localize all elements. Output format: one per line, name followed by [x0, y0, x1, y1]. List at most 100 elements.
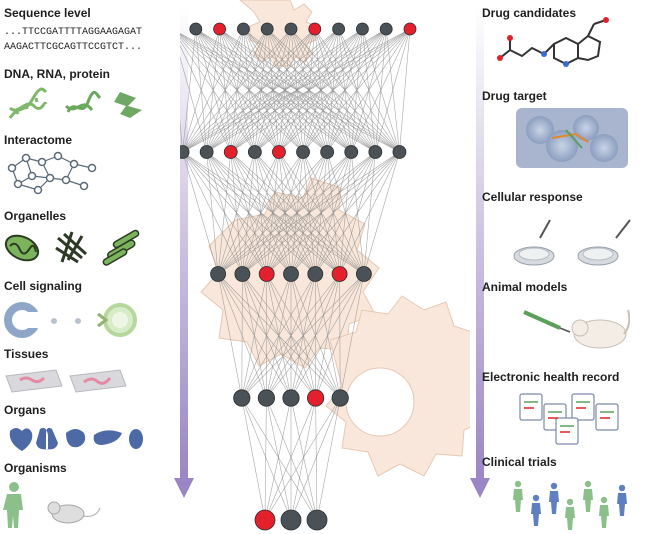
network-edge	[316, 397, 341, 521]
petri-dish-icons	[510, 214, 640, 270]
network-edge	[182, 28, 220, 153]
network-edge	[241, 273, 316, 399]
network-edge	[241, 273, 243, 399]
network-node-gray	[234, 266, 251, 282]
network-edge	[230, 28, 411, 153]
network-edge	[350, 28, 411, 153]
neural-network-diagram	[180, 0, 470, 531]
network-edge	[315, 273, 365, 399]
person-icon	[549, 482, 559, 514]
label-drug-candidates: Drug candidates	[482, 6, 577, 20]
cell-signaling-icons	[2, 300, 152, 340]
network-node-gray	[344, 145, 359, 159]
right-downward-arrow	[470, 6, 490, 498]
label-drug-target: Drug target	[482, 89, 547, 103]
network-edge	[315, 397, 318, 521]
network-node-gray	[282, 389, 300, 407]
person-icon	[513, 480, 523, 512]
network-edge	[182, 28, 316, 153]
network-node-red	[403, 22, 417, 36]
network-edge	[217, 151, 256, 275]
network-edge	[182, 151, 219, 275]
network-edge	[266, 273, 365, 399]
network-node-gray	[355, 22, 369, 36]
network-node-gray	[355, 266, 372, 282]
person-icon	[583, 480, 593, 512]
clipboard-icon	[519, 393, 619, 445]
network-edge	[241, 273, 292, 399]
network-edge	[290, 397, 316, 521]
petri-dish-icon	[513, 219, 631, 266]
label-electronic-health-record: Electronic health record	[482, 370, 620, 384]
network-edge	[241, 273, 267, 399]
network-edge	[290, 397, 341, 521]
organism-icon	[3, 482, 101, 528]
network-edge	[182, 28, 363, 153]
network-edge	[339, 273, 365, 399]
network-node-gray	[306, 509, 328, 531]
mouse-syringe-icon	[523, 309, 630, 349]
label-clinical-trials: Clinical trials	[482, 455, 557, 469]
network-node-gray	[199, 145, 214, 159]
network-edge	[182, 28, 387, 153]
interactome-icon	[4, 150, 104, 196]
organelle-icon	[4, 229, 140, 266]
right-panel: Drug candidates Drug target	[470, 0, 645, 534]
organ-icon	[9, 427, 143, 451]
network-edge	[180, 118, 183, 153]
network-edge	[241, 397, 292, 521]
network-edge	[254, 28, 411, 153]
label-organelles: Organelles	[4, 209, 67, 223]
network-edge	[217, 151, 280, 275]
network-node-red	[223, 145, 238, 159]
network-node-gray	[189, 22, 203, 36]
network-edge	[241, 273, 365, 399]
network-edge	[302, 28, 411, 153]
network-edges	[180, 28, 411, 521]
network-edge	[290, 151, 400, 275]
network-edge	[375, 28, 411, 153]
network-edge	[241, 397, 318, 521]
protein-structure-icon	[516, 108, 628, 168]
network-edge	[326, 28, 411, 153]
network-edge	[182, 28, 339, 153]
left-panel: Sequence level ...TTCCGATTTTAGGAAGAGAT A…	[0, 0, 190, 534]
network-node-gray	[260, 22, 274, 36]
sequence-line-1: ...TTCCGATTTTAGGAAGAGAT	[4, 27, 143, 38]
clinical-trials-people	[510, 474, 640, 532]
label-cellular-response: Cellular response	[482, 190, 583, 204]
organ-icons	[2, 423, 152, 453]
label-tissues: Tissues	[4, 347, 49, 361]
label-organs: Organs	[4, 403, 47, 417]
network-edge	[290, 273, 365, 399]
network-node-red	[258, 266, 275, 282]
network-edge	[241, 273, 340, 399]
network-node-gray	[368, 145, 383, 159]
network-edge	[266, 151, 400, 275]
sequence-line-2: AAGACTTCGCAGTTCCGTCT...	[4, 42, 143, 53]
network-node-red	[307, 389, 325, 407]
network-edge	[264, 397, 316, 521]
label-cell-signaling: Cell signaling	[4, 279, 83, 293]
network-edge	[217, 151, 328, 275]
network-edge	[278, 28, 411, 153]
network-edge	[264, 397, 292, 521]
label-organisms: Organisms	[4, 461, 67, 475]
network-node-gray	[180, 145, 190, 159]
molecule-icon	[497, 17, 609, 67]
network-node-gray	[331, 389, 349, 407]
network-edge	[217, 151, 376, 275]
network-edge	[290, 397, 318, 521]
left-downward-arrow	[174, 6, 194, 498]
people-icon	[513, 480, 627, 530]
person-icon	[531, 494, 541, 526]
network-edge	[217, 151, 232, 275]
dna-icons	[2, 84, 152, 124]
label-animal-models: Animal models	[482, 280, 568, 294]
tissue-slide-icon	[5, 369, 127, 393]
protein-structure-image	[516, 108, 628, 168]
network-node-gray	[233, 389, 251, 407]
dna-helix-icon	[8, 87, 142, 119]
network-edge	[182, 28, 244, 153]
network-nodes	[180, 22, 417, 531]
